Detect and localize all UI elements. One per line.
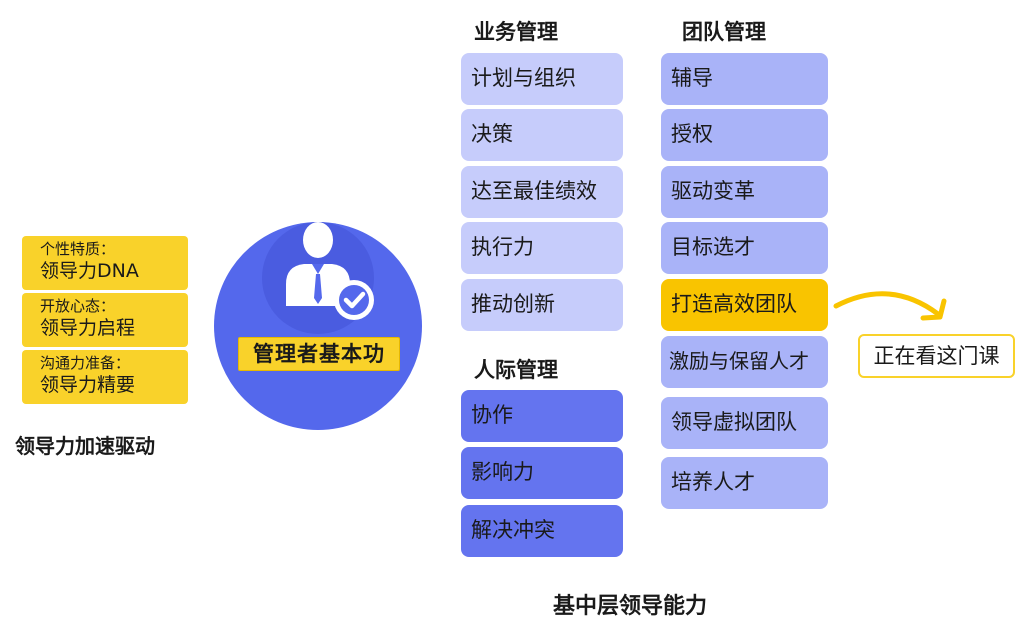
accelerator-card-open-mind: 开放心态： 领导力启程 bbox=[22, 293, 188, 347]
accelerator-card-dna: 个性特质： 领导力DNA bbox=[22, 236, 188, 290]
accelerator-card-subtitle: 领导力启程 bbox=[40, 317, 136, 339]
business-item-innovation: 推动创新 bbox=[461, 279, 623, 331]
team-item-delegation: 授权 bbox=[661, 109, 828, 161]
accelerator-card-title: 沟通力准备： bbox=[40, 354, 131, 372]
business-header: 业务管理 bbox=[474, 20, 558, 44]
team-item-virtual-team: 领导虚拟团队 bbox=[661, 397, 828, 449]
manager-check-icon bbox=[286, 222, 374, 320]
interpersonal-item-influence: 影响力 bbox=[461, 447, 623, 499]
center-label: 管理者基本功 bbox=[238, 337, 400, 371]
interpersonal-item-conflict: 解决冲突 bbox=[461, 505, 623, 557]
business-item-planning: 计划与组织 bbox=[461, 53, 623, 105]
business-item-performance: 达至最佳绩效 bbox=[461, 166, 623, 218]
team-item-talent: 培养人才 bbox=[661, 457, 828, 509]
business-item-execution: 执行力 bbox=[461, 222, 623, 274]
current-course-label: 正在看这门课 bbox=[858, 334, 1015, 378]
accelerators-caption: 领导力加速驱动 bbox=[15, 434, 155, 458]
team-item-selection: 目标选才 bbox=[661, 222, 828, 274]
team-header: 团队管理 bbox=[682, 20, 766, 44]
accelerator-card-subtitle: 领导力DNA bbox=[40, 260, 139, 282]
accelerator-card-communication: 沟通力准备： 领导力精要 bbox=[22, 350, 188, 404]
accelerator-card-title: 个性特质： bbox=[40, 240, 116, 258]
interpersonal-item-collaboration: 协作 bbox=[461, 390, 623, 442]
accelerator-card-title: 开放心态： bbox=[40, 297, 116, 315]
team-item-change: 驱动变革 bbox=[661, 166, 828, 218]
team-item-motivation: 激励与保留人才 bbox=[661, 336, 828, 388]
accelerator-card-subtitle: 领导力精要 bbox=[40, 374, 136, 396]
team-item-coaching: 辅导 bbox=[661, 53, 828, 105]
bottom-caption: 基中层领导能力 bbox=[553, 594, 708, 619]
business-item-decision: 决策 bbox=[461, 109, 623, 161]
interpersonal-header: 人际管理 bbox=[474, 358, 558, 382]
team-item-high-performance-highlighted[interactable]: 打造高效团队 bbox=[661, 279, 828, 331]
arrow-icon bbox=[833, 291, 947, 321]
